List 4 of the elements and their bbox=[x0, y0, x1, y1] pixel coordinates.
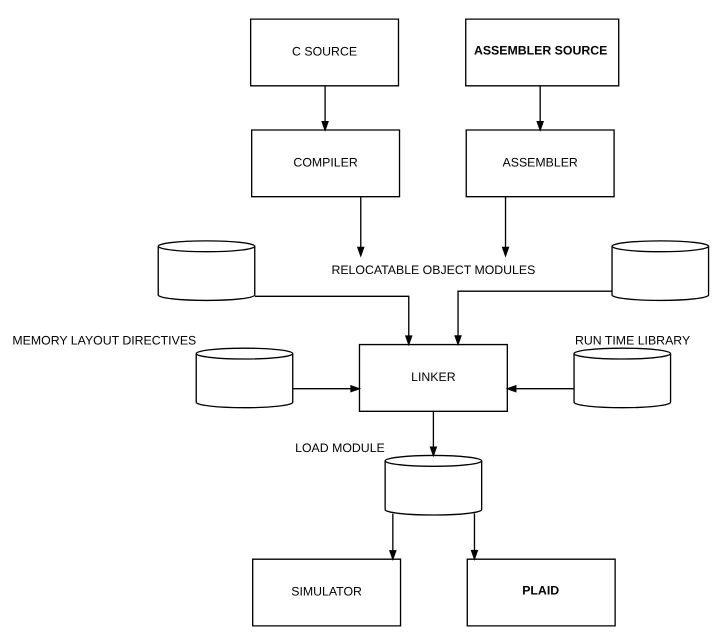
node-label: RUN TIME LIBRARY bbox=[574, 333, 690, 348]
node-label: LOAD MODULE bbox=[295, 440, 385, 454]
node-text: RELOCATABLE OBJECT MODULES bbox=[331, 262, 536, 276]
node-label: MEMORY LAYOUT DIRECTIVES bbox=[12, 333, 196, 348]
